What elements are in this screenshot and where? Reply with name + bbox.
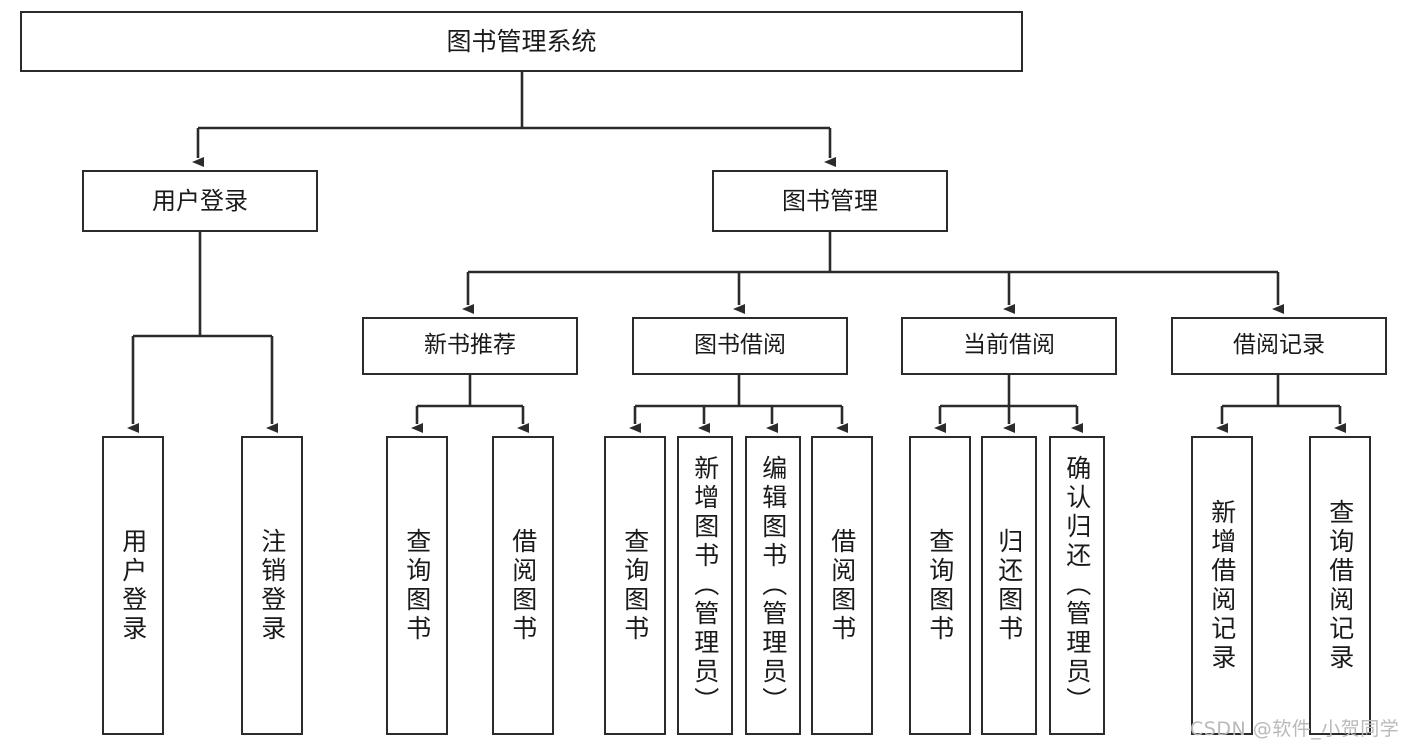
leaf-new-book-query-book[interactable]: 查询图书	[386, 436, 448, 735]
node-label: 确认归还（管理员）	[1062, 455, 1092, 716]
node-label: 新增借阅记录	[1207, 498, 1237, 673]
node-label: 借阅记录	[1233, 332, 1325, 359]
leaf-book-borrow-add-book-admin[interactable]: 新增图书（管理员）	[677, 436, 733, 735]
node-label: 注销登录	[257, 527, 287, 644]
node-root-book-management-system[interactable]: 图书管理系统	[20, 11, 1023, 72]
node-label: 新书推荐	[424, 332, 516, 359]
leaf-current-borrow-return-book[interactable]: 归还图书	[981, 436, 1037, 735]
leaf-borrow-record-add-record[interactable]: 新增借阅记录	[1191, 436, 1253, 735]
node-label: 图书管理	[782, 186, 878, 215]
leaf-book-borrow-edit-book-admin[interactable]: 编辑图书（管理员）	[745, 436, 801, 735]
leaf-current-borrow-query-book[interactable]: 查询图书	[909, 436, 971, 735]
node-user-login[interactable]: 用户登录	[82, 170, 318, 232]
node-current-borrow[interactable]: 当前借阅	[901, 317, 1117, 375]
node-label: 查询借阅记录	[1325, 498, 1355, 673]
node-borrow-record[interactable]: 借阅记录	[1171, 317, 1387, 375]
node-label: 借阅图书	[508, 527, 538, 644]
node-label: 图书管理系统	[446, 26, 597, 56]
node-label: 图书借阅	[694, 332, 786, 359]
csdn-watermark: CSDN @软件_小贺同学	[1190, 718, 1400, 740]
node-label: 用户登录	[152, 186, 248, 215]
node-label: 新增图书（管理员）	[690, 455, 720, 716]
leaf-new-book-borrow-book[interactable]: 借阅图书	[492, 436, 554, 735]
node-new-book-recommend[interactable]: 新书推荐	[362, 317, 578, 375]
node-label: 当前借阅	[963, 332, 1055, 359]
leaf-book-borrow-query-book[interactable]: 查询图书	[604, 436, 666, 735]
node-label: 查询图书	[925, 527, 955, 644]
leaf-borrow-record-query-record[interactable]: 查询借阅记录	[1309, 436, 1371, 735]
node-label: 归还图书	[994, 527, 1024, 644]
leaf-user-login-logout[interactable]: 注销登录	[241, 436, 303, 735]
leaf-current-borrow-confirm-return-admin[interactable]: 确认归还（管理员）	[1049, 436, 1105, 735]
node-label: 查询图书	[620, 527, 650, 644]
node-label: 查询图书	[402, 527, 432, 644]
node-book-management[interactable]: 图书管理	[712, 170, 948, 232]
node-label: 用户登录	[118, 527, 148, 644]
leaf-user-login-login[interactable]: 用户登录	[102, 436, 164, 735]
leaf-book-borrow-borrow-book[interactable]: 借阅图书	[811, 436, 873, 735]
node-label: 编辑图书（管理员）	[758, 455, 788, 716]
node-label: 借阅图书	[827, 527, 857, 644]
node-book-borrow[interactable]: 图书借阅	[632, 317, 848, 375]
